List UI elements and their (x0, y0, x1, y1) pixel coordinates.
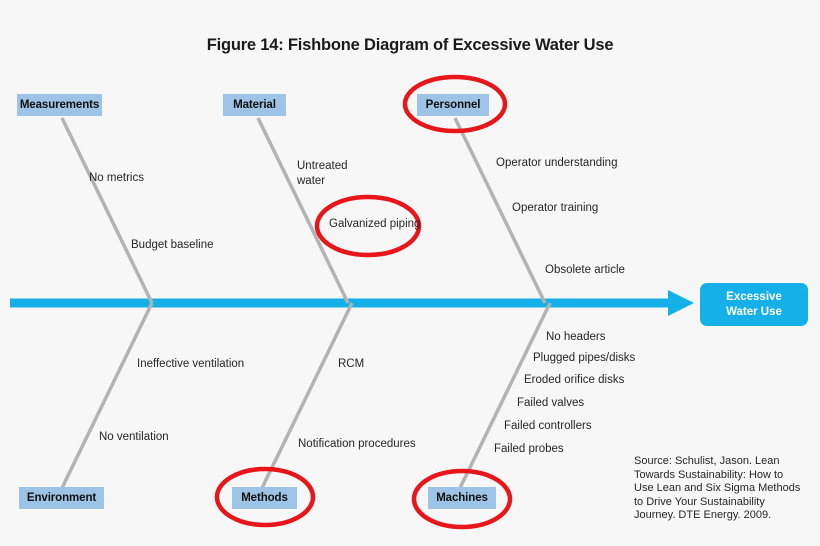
highlight-ellipse-personnel (402, 74, 508, 134)
bone-personnel (453, 117, 547, 304)
cause-label-no-headers: No headers (546, 331, 606, 343)
bone-measurements (60, 117, 154, 304)
bone-material (256, 117, 350, 304)
untreated-water-line2: water (297, 175, 326, 187)
cause-label-notification-procedures: Notification procedures (298, 438, 416, 450)
cause-label-ineffective-ventilation: Ineffective ventilation (137, 358, 245, 370)
cause-label-plugged-pipes-disks: Plugged pipes/disks (533, 352, 636, 364)
bone-machines (458, 302, 552, 489)
effect-label-line1: Excessive (726, 290, 782, 303)
cause-label-operator-training: Operator training (512, 202, 599, 214)
category-box-measurements[interactable]: Measurements (17, 94, 102, 116)
cause-label-no-ventilation: No ventilation (99, 431, 169, 443)
source-line3: Use Lean and Six Sigma Methods (634, 482, 801, 495)
effect-label-line2: Water Use (726, 305, 782, 318)
cause-label-failed-probes: Failed probes (494, 443, 564, 455)
cause-label-eroded-orifice-disks: Eroded orifice disks (524, 374, 625, 386)
cause-label-rcm: RCM (338, 358, 365, 370)
source-citation: Source: Schulist, Jason. Lean Towards Su… (634, 455, 814, 523)
untreated-water-line1: Untreated (297, 160, 348, 172)
source-line2: Towards Sustainability: How to (634, 468, 784, 481)
category-box-methods[interactable]: Methods (232, 487, 297, 509)
source-line1: Source: Schulist, Jason. Lean (634, 455, 780, 467)
category-label-measurements: Measurements (19, 99, 100, 111)
page-title: Figure 14: Fishbone Diagram of Excessive… (206, 36, 614, 54)
cause-label-untreated-water: Untreated water (297, 159, 348, 189)
effect-box[interactable]: Excessive Water Use (700, 283, 808, 326)
bone-methods (260, 302, 354, 489)
highlight-ellipse-methods (214, 466, 316, 528)
cause-label-failed-controllers: Failed controllers (504, 420, 592, 432)
cause-label-obsolete-article: Obsolete article (545, 264, 625, 276)
category-box-personnel[interactable]: Personnel (417, 94, 489, 116)
category-label-personnel: Personnel (425, 99, 481, 111)
cause-label-operator-understanding: Operator understanding (496, 157, 618, 169)
category-label-machines: Machines (436, 492, 488, 504)
cause-label-budget-baseline: Budget baseline (131, 239, 214, 251)
source-line5: Journey. DTE Energy. 2009. (634, 509, 772, 522)
source-line4: to Drive Your Sustainability (634, 495, 765, 508)
cause-label-galvanized-piping: Galvanized piping (329, 218, 421, 230)
bone-environment (60, 302, 154, 489)
category-label-material: Material (233, 99, 276, 111)
category-box-material[interactable]: Material (223, 94, 286, 116)
spine-arrowhead (668, 290, 694, 316)
category-box-machines[interactable]: Machines (428, 487, 496, 509)
cause-label-no-metrics: No metrics (89, 172, 144, 184)
category-label-methods: Methods (241, 492, 288, 504)
highlight-ellipse-galvanized-piping (314, 194, 422, 258)
highlight-ellipse-machines (411, 468, 513, 530)
category-label-environment: Environment (26, 492, 97, 504)
cause-label-failed-valves: Failed valves (517, 397, 585, 409)
category-box-environment[interactable]: Environment (19, 487, 104, 509)
